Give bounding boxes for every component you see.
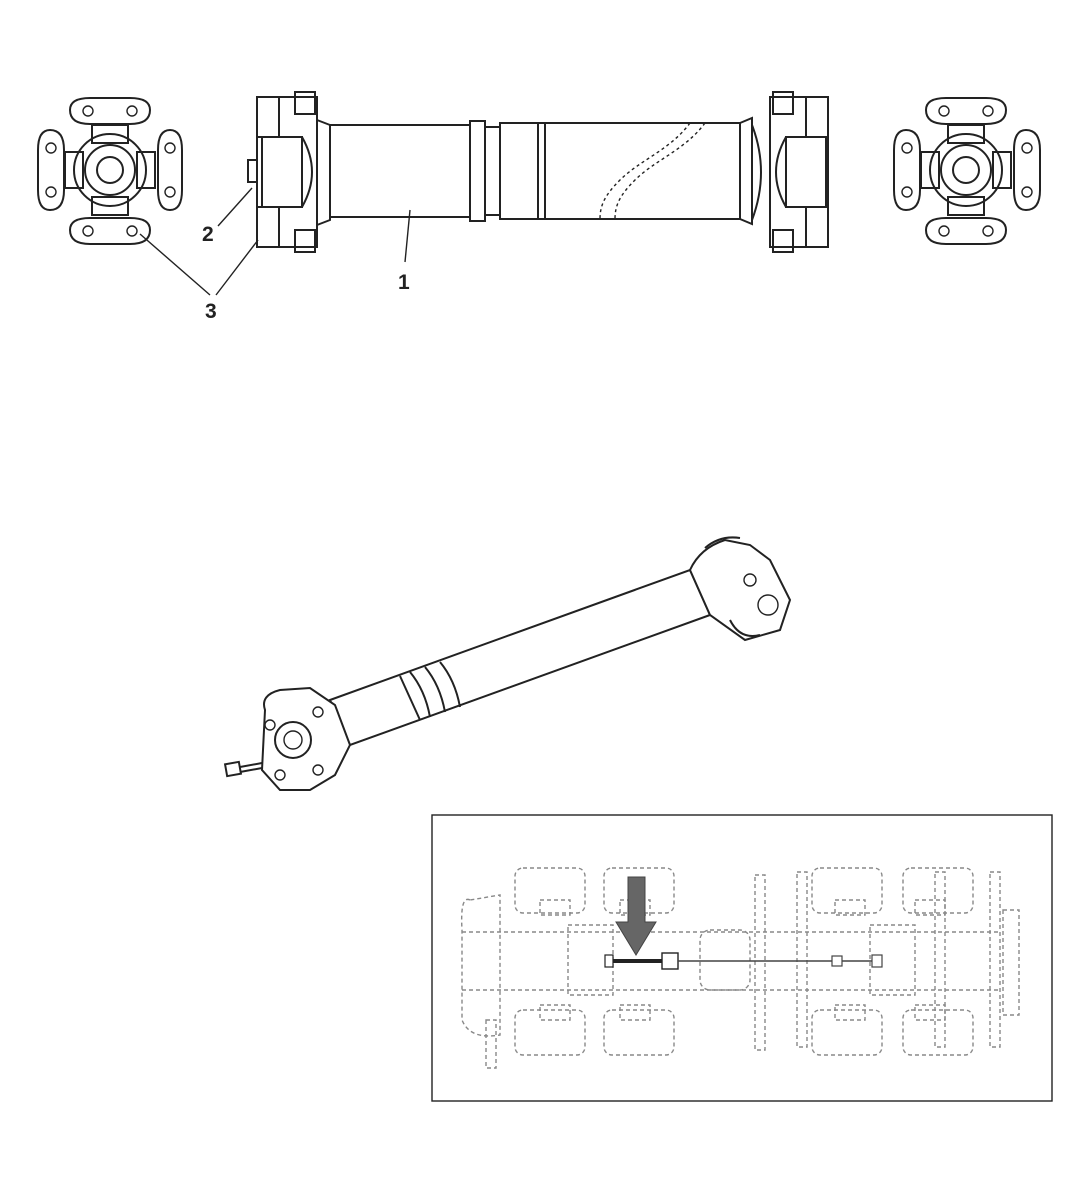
right-flange-yoke bbox=[739, 91, 829, 253]
left-spider-end-view bbox=[37, 97, 183, 245]
left-flange-yoke bbox=[247, 91, 331, 253]
callout-3: 3 bbox=[205, 300, 217, 323]
location-arrow-icon bbox=[615, 876, 657, 956]
right-spider-end-view bbox=[893, 97, 1041, 245]
highlighted-shaft-location bbox=[604, 952, 883, 970]
shaft-side-view bbox=[247, 91, 829, 253]
shaft-tube bbox=[329, 120, 741, 222]
callout-2: 2 bbox=[202, 223, 214, 246]
location-inset bbox=[431, 814, 1053, 1102]
flange-bolt bbox=[223, 760, 263, 778]
callout-leaders bbox=[139, 187, 411, 296]
inset-frame bbox=[431, 814, 1053, 1102]
shaft-isometric-view bbox=[223, 536, 792, 791]
callout-1: 1 bbox=[398, 271, 410, 294]
